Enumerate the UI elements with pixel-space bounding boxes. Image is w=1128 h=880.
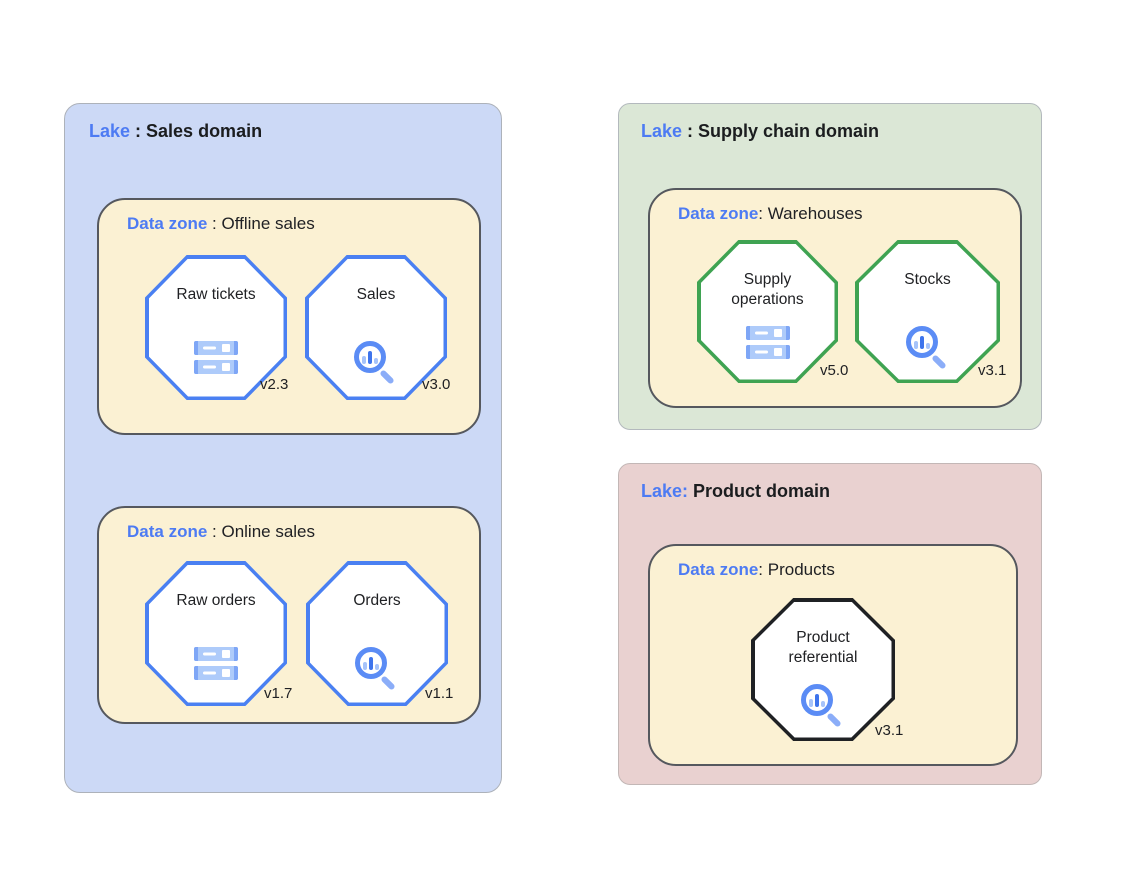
search-analytics-icon — [354, 340, 398, 385]
database-icon — [745, 325, 790, 359]
lake-name: : Supply chain domain — [682, 121, 880, 141]
data-zone-warehouses: Data zone: Warehouses Supply operations … — [648, 188, 1022, 408]
asset-name: Product referential — [788, 628, 858, 667]
asset-name: Stocks — [904, 270, 951, 288]
search-analytics-icon — [905, 325, 950, 370]
version-label: v2.3 — [260, 376, 289, 393]
asset-sales: Sales — [305, 255, 447, 400]
version-label: v1.7 — [264, 685, 293, 702]
version-label: v3.1 — [875, 722, 904, 739]
zone-name: : Warehouses — [758, 204, 863, 223]
lake-keyword: Lake — [89, 121, 131, 141]
search-analytics-icon — [801, 683, 845, 728]
asset-supply-operations: Supply operations — [697, 240, 838, 383]
lake-title: Lake : Supply chain domain — [641, 121, 879, 142]
zone-keyword: Data zone — [678, 560, 759, 579]
lake-name: Product domain — [688, 481, 831, 501]
asset-name: Supply operations — [731, 270, 804, 309]
zone-title: Data zone: Warehouses — [678, 204, 863, 224]
lake-keyword: Lake: — [641, 481, 689, 501]
lake-product-domain: Lake: Product domain Data zone: Products… — [618, 463, 1042, 785]
version-label: v5.0 — [820, 362, 849, 379]
zone-title: Data zone : Online sales — [127, 522, 315, 542]
data-zone-products: Data zone: Products Product referential … — [648, 544, 1018, 766]
zone-name: : Online sales — [207, 522, 316, 541]
zone-keyword: Data zone — [678, 204, 759, 223]
zone-keyword: Data zone — [127, 214, 208, 233]
asset-name: Raw tickets — [176, 285, 256, 303]
version-label: v3.1 — [978, 362, 1007, 379]
lake-supply-chain-domain: Lake : Supply chain domain Data zone: Wa… — [618, 103, 1042, 430]
data-zone-offline-sales: Data zone : Offline sales Raw tickets Sa… — [97, 198, 481, 435]
search-analytics-icon — [355, 646, 399, 691]
asset-name: Raw orders — [176, 591, 256, 609]
lake-sales-domain: Lake : Sales domain Data zone : Offline … — [64, 103, 502, 793]
zone-keyword: Data zone — [127, 522, 208, 541]
asset-product-referential: Product referential — [751, 598, 895, 741]
zone-title: Data zone: Products — [678, 560, 835, 580]
zone-name: : Products — [758, 560, 835, 579]
version-label: v3.0 — [422, 376, 451, 393]
lake-title: Lake : Sales domain — [89, 121, 262, 142]
asset-orders: Orders — [306, 561, 448, 706]
data-zone-online-sales: Data zone : Online sales Raw orders Orde… — [97, 506, 481, 724]
database-icon — [194, 646, 238, 680]
asset-stocks: Stocks — [855, 240, 1000, 383]
version-label: v1.1 — [425, 685, 454, 702]
asset-name: Sales — [356, 285, 396, 303]
zone-title: Data zone : Offline sales — [127, 214, 315, 234]
zone-name: : Offline sales — [207, 214, 315, 233]
lake-name: : Sales domain — [130, 121, 263, 141]
asset-name: Orders — [353, 591, 401, 609]
asset-raw-tickets: Raw tickets — [145, 255, 287, 400]
lake-keyword: Lake — [641, 121, 683, 141]
database-icon — [194, 340, 238, 374]
asset-raw-orders: Raw orders — [145, 561, 287, 706]
lake-title: Lake: Product domain — [641, 481, 830, 502]
